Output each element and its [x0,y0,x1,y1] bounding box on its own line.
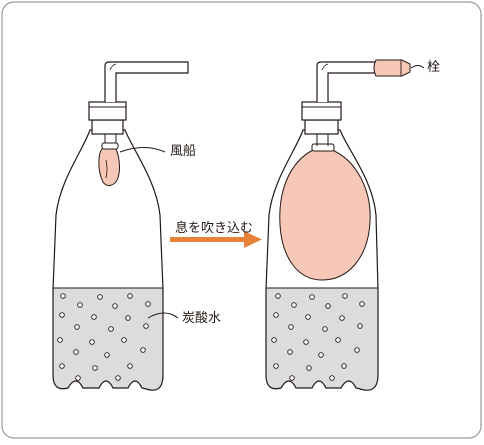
left-tube [104,61,189,102]
right-bottle [265,59,411,391]
label-carbonated-water: 炭酸水 [182,311,222,326]
arrow [170,231,262,248]
leader-water [147,312,179,319]
left-bubbles [57,293,151,381]
left-water [53,288,163,391]
right-bottle-outline [265,129,379,391]
right-neck [304,119,339,135]
left-balloon [98,147,120,186]
stopper [373,59,411,77]
label-action: 息を吹き込む [175,221,254,236]
left-bottle [52,61,189,391]
left-neck [91,119,124,135]
leader-stopper [410,65,425,69]
right-balloon [279,149,371,281]
right-cap [301,101,342,121]
label-balloon: 風船 [170,144,197,159]
right-bubbles [271,293,365,381]
left-bottle-outline [52,129,164,391]
right-water [266,288,378,391]
leader-balloon [119,147,166,153]
left-cap [88,101,127,121]
label-stopper: 栓 [427,60,441,75]
